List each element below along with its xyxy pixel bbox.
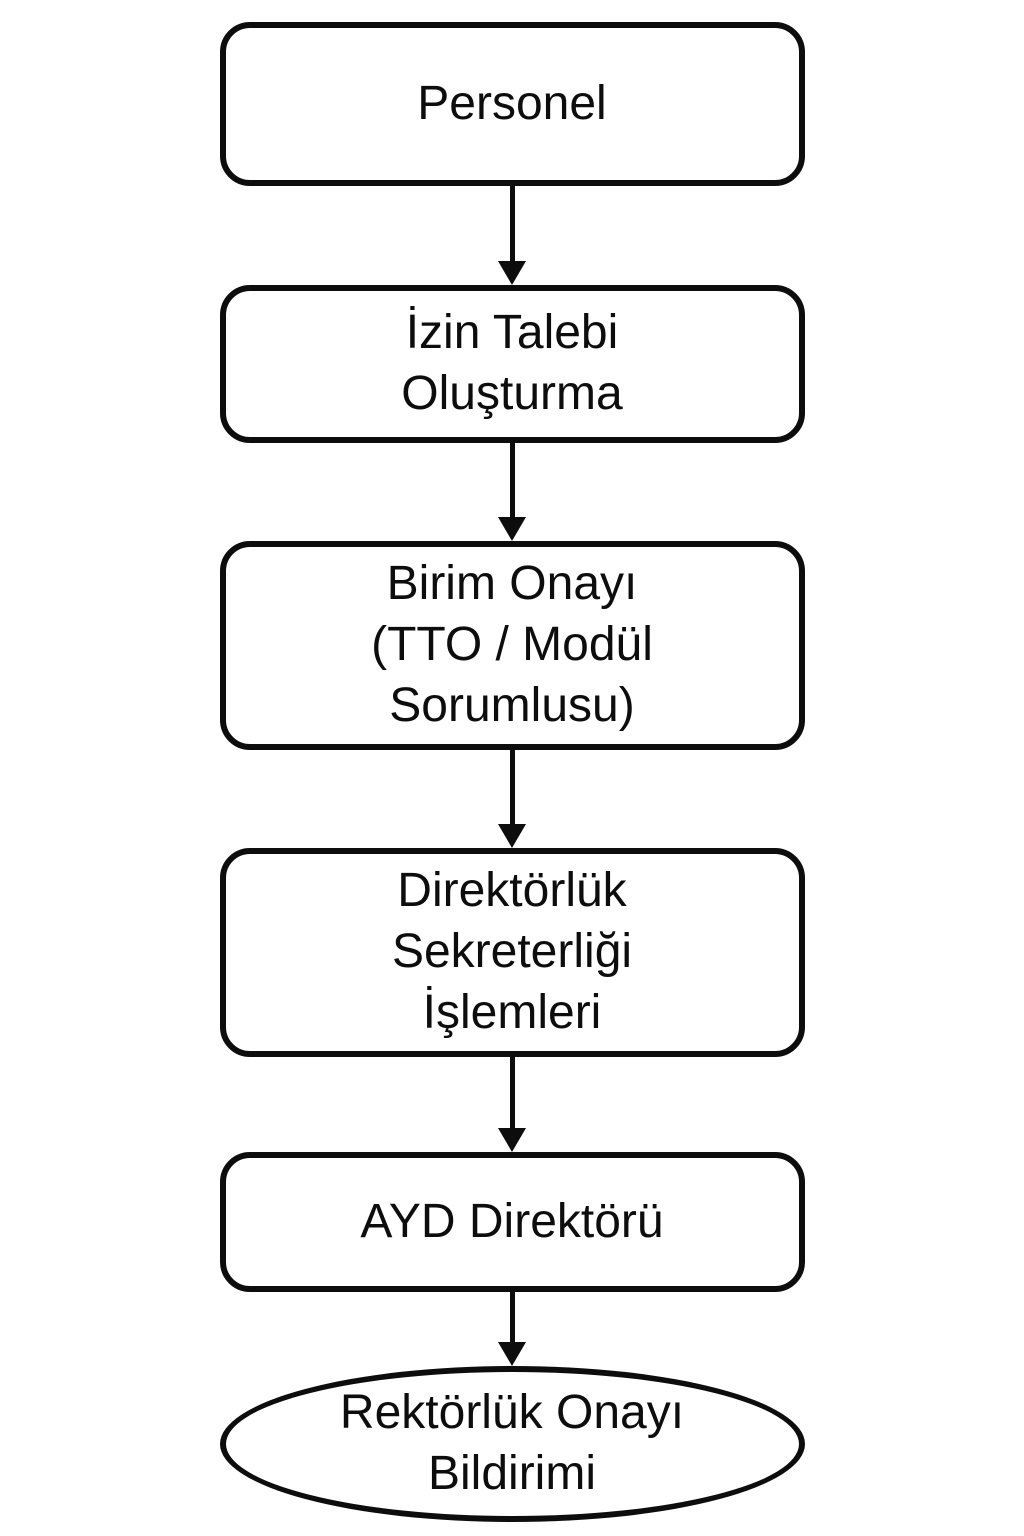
- arrow-shaft: [509, 443, 515, 517]
- arrow-down-icon: [497, 1292, 527, 1366]
- arrow-down-icon: [497, 443, 527, 541]
- flow-node-label: Personel: [417, 76, 607, 130]
- arrow-shaft: [509, 750, 515, 824]
- arrow-shaft: [509, 186, 515, 261]
- flow-node-izin-talebi-olusturma: İzin Talebi Oluşturma: [219, 285, 805, 443]
- arrow-head: [498, 824, 526, 848]
- arrow-head: [498, 1128, 526, 1152]
- flow-node-label: Rektörlük Onayı Bildirimi: [339, 1386, 685, 1500]
- flow-node-ayd-direktoru: AYD Direktörü: [219, 1152, 805, 1292]
- arrow-down-icon: [497, 1057, 527, 1152]
- flow-node-label: İzin Talebi Oluşturma: [401, 306, 623, 420]
- arrow-down-icon: [497, 186, 527, 285]
- flow-node-direktorluk-sekreterligi-islemleri: Direktörlük Sekreterliği İşlemleri: [219, 848, 805, 1057]
- arrow-head: [498, 261, 526, 285]
- flow-node-rektorluk-onayi-bildirimi: Rektörlük Onayı Bildirimi: [219, 1366, 805, 1522]
- arrow-head: [498, 517, 526, 541]
- flow-node-birim-onayi: Birim Onayı (TTO / Modül Sorumlusu): [219, 541, 805, 750]
- arrow-shaft: [509, 1057, 515, 1128]
- arrow-down-icon: [497, 750, 527, 848]
- flow-node-label: Birim Onayı (TTO / Modül Sorumlusu): [371, 557, 653, 732]
- arrow-head: [498, 1342, 526, 1366]
- arrow-shaft: [509, 1292, 515, 1342]
- flow-node-label: AYD Direktörü: [360, 1194, 664, 1248]
- flow-node-label: Direktörlük Sekreterliği İşlemleri: [391, 864, 633, 1039]
- flow-node-personel: Personel: [219, 22, 805, 186]
